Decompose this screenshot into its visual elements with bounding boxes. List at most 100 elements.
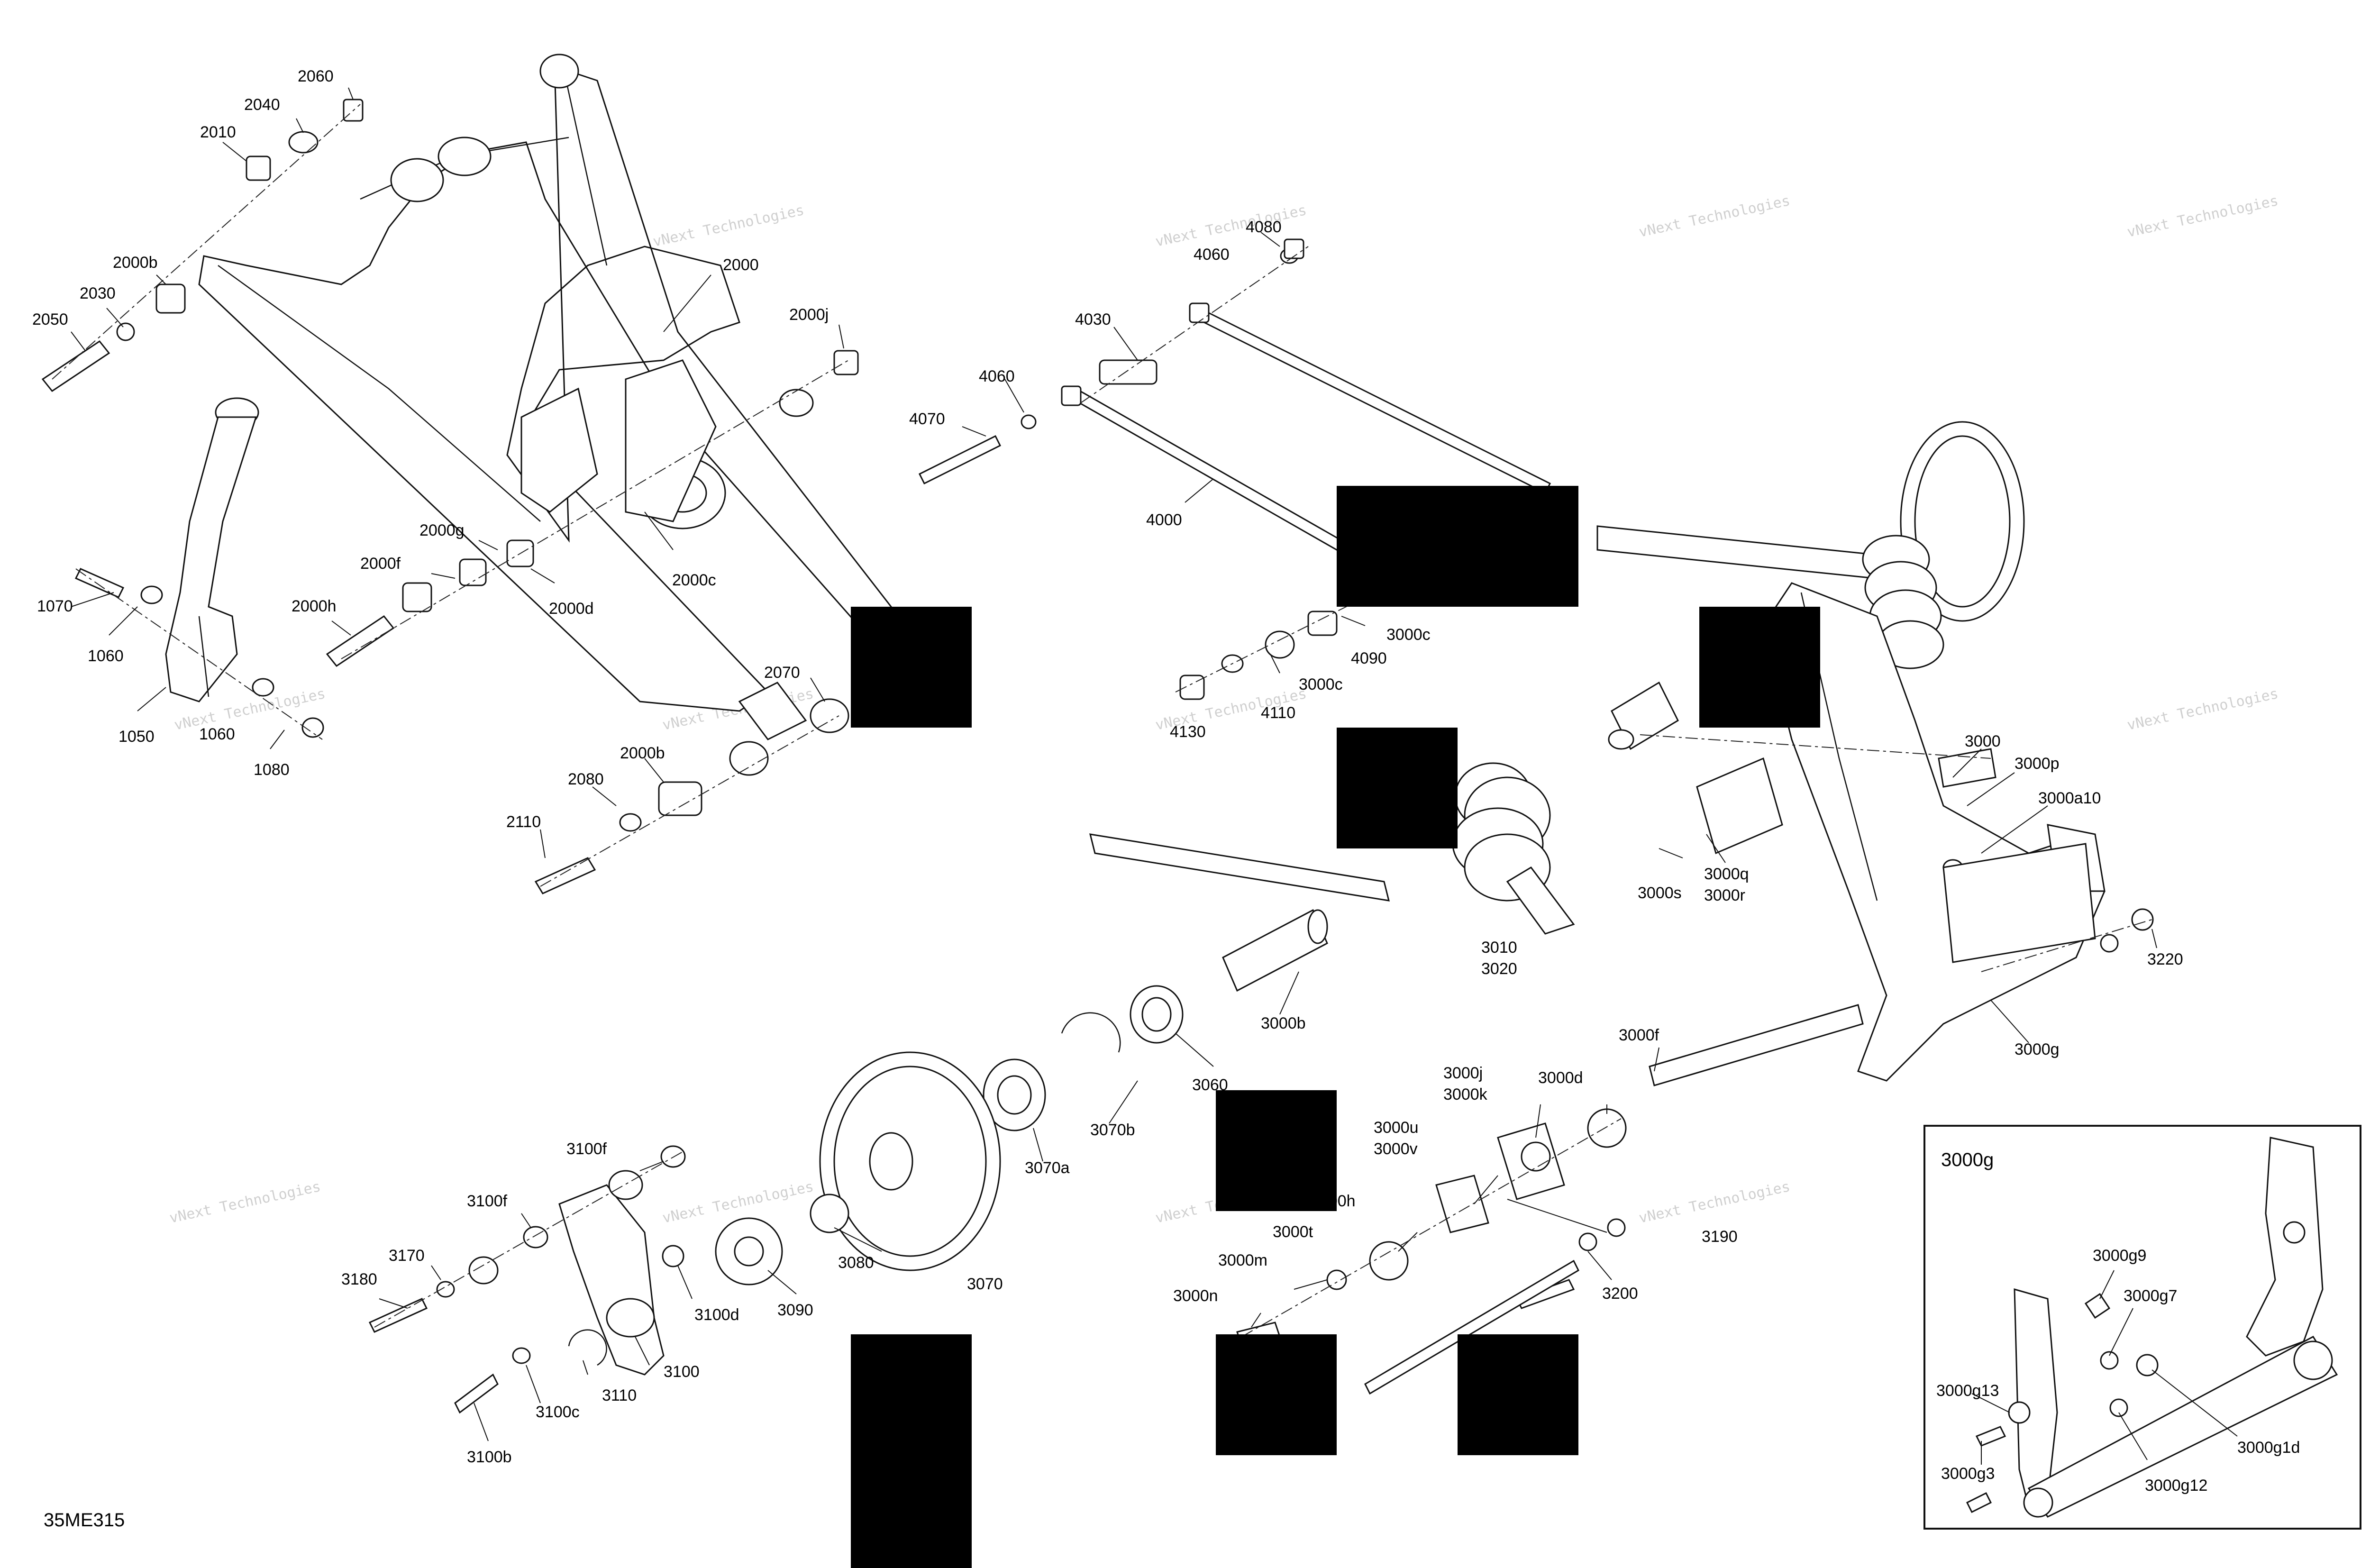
redaction-block bbox=[1216, 1090, 1337, 1211]
part-label: 3000j bbox=[1443, 1064, 1483, 1082]
inset-title: 3000g bbox=[1941, 1149, 1994, 1170]
part-label: 3100f bbox=[566, 1140, 607, 1158]
watermark-text: vNext Technologies bbox=[651, 202, 805, 250]
part-label: 3000g7 bbox=[2124, 1287, 2177, 1305]
part-label: 3000h bbox=[1311, 1192, 1356, 1210]
part-label: 3000m bbox=[1218, 1251, 1267, 1269]
part-label: 2000f bbox=[360, 555, 401, 573]
part-label: 2000b bbox=[113, 254, 158, 272]
part-label: 3010 bbox=[1481, 939, 1517, 957]
watermark: vNext Technologies bbox=[2125, 685, 2279, 734]
part-label: 2000j bbox=[789, 306, 829, 324]
watermark: vNext Technologies bbox=[1637, 192, 1791, 241]
part-label: 4130 bbox=[1170, 723, 1206, 741]
part-label: 3000v bbox=[1374, 1140, 1418, 1158]
watermark: vNext Technologies bbox=[1637, 1178, 1791, 1227]
part-label: 1060 bbox=[88, 647, 124, 665]
part-label: 3000a10 bbox=[2038, 789, 2101, 807]
part-label: 4000 bbox=[1146, 511, 1182, 529]
part-label: 3000g13 bbox=[1936, 1382, 1999, 1400]
part-label: 4080 bbox=[1246, 218, 1282, 236]
part-label: 3000t bbox=[1273, 1223, 1313, 1241]
part-label: 4110 bbox=[1261, 704, 1295, 722]
part-label: 3000c bbox=[1299, 675, 1343, 693]
part-label: 3000s bbox=[1638, 884, 1682, 902]
part-label: 3100c bbox=[536, 1403, 580, 1421]
part-label: 3100d bbox=[694, 1306, 739, 1324]
part-label: 4090 bbox=[1351, 649, 1387, 667]
part-label: 4060 bbox=[979, 367, 1015, 385]
lever-1050 bbox=[165, 397, 259, 702]
watermark: vNext Technologies bbox=[2125, 192, 2279, 241]
upper-arm-assembly bbox=[198, 54, 925, 740]
part-label: 3000g12 bbox=[2145, 1477, 2207, 1495]
part-label: 3000q bbox=[1704, 865, 1749, 883]
part-label: 3100f bbox=[467, 1192, 508, 1210]
part-label: 3000n bbox=[1173, 1287, 1218, 1305]
part-label: 3070a bbox=[1025, 1159, 1070, 1177]
redaction-block bbox=[1337, 486, 1578, 607]
rear-suspension-3000 bbox=[1608, 421, 2154, 1082]
part-label: 4030 bbox=[1075, 310, 1111, 328]
part-label: 3000g1d bbox=[2237, 1439, 2300, 1457]
part-label: 2040 bbox=[244, 96, 280, 114]
part-label: 3000r bbox=[1704, 886, 1745, 904]
part-label: 3070 bbox=[967, 1275, 1003, 1293]
part-label: 3000g9 bbox=[2093, 1247, 2146, 1265]
drawing-id: 35ME315 bbox=[44, 1510, 125, 1531]
watermark-text: vNext Technologies bbox=[2125, 685, 2279, 734]
watermark-text: vNext Technologies bbox=[2125, 192, 2279, 241]
part-label: 2000h bbox=[292, 597, 337, 615]
part-label: 3100b bbox=[467, 1448, 512, 1466]
part-label: 3000d bbox=[1538, 1069, 1583, 1087]
part-label: 3220 bbox=[2147, 950, 2183, 968]
watermark: vNext Technologies bbox=[168, 1178, 322, 1227]
part-label: 4070 bbox=[909, 410, 945, 428]
part-label: 1060 bbox=[199, 725, 235, 743]
part-label: 3000k bbox=[1443, 1085, 1488, 1103]
part-label: 2000b bbox=[620, 744, 665, 762]
watermark-text: vNext Technologies bbox=[168, 1178, 322, 1227]
part-label: 3000c bbox=[1386, 626, 1431, 644]
pushrods-4000 bbox=[918, 238, 1551, 700]
part-label: 1070 bbox=[37, 597, 73, 615]
part-label: 3200 bbox=[1602, 1285, 1638, 1303]
redaction-block bbox=[1216, 1334, 1337, 1455]
part-label: 3000 bbox=[1965, 732, 2001, 750]
part-label: 2000c bbox=[672, 571, 716, 589]
part-label: 2080 bbox=[568, 770, 604, 788]
part-label: 3020 bbox=[1481, 960, 1517, 978]
redaction-block bbox=[1699, 607, 1820, 728]
watermark-text: vNext Technologies bbox=[1637, 1178, 1791, 1227]
part-label: 2000g bbox=[419, 521, 465, 539]
part-label: 3000g3 bbox=[1941, 1465, 1995, 1483]
part-label: 3060 bbox=[1192, 1076, 1228, 1094]
hardware-left bbox=[41, 99, 859, 894]
leader-lines bbox=[71, 87, 2238, 1465]
part-label: 3090 bbox=[777, 1301, 813, 1319]
part-label: 3000f bbox=[1619, 1026, 1659, 1044]
part-label: 1080 bbox=[254, 761, 290, 779]
part-label: 3170 bbox=[389, 1247, 425, 1265]
part-label: 3070b bbox=[1090, 1121, 1135, 1139]
redaction-block bbox=[1337, 728, 1458, 848]
part-label: 1050 bbox=[118, 728, 155, 746]
part-label: 2000d bbox=[549, 600, 594, 618]
part-label: 3000p bbox=[2014, 755, 2060, 773]
part-label: 2060 bbox=[298, 67, 334, 85]
redaction-block bbox=[851, 1334, 972, 1568]
part-label: 3110 bbox=[602, 1386, 637, 1404]
redaction-block bbox=[851, 607, 972, 728]
part-label: 3180 bbox=[341, 1270, 377, 1288]
part-labels: 2060 2040 2010 2000b 2030 2050 2000 2000… bbox=[32, 67, 2300, 1495]
redaction-blocks bbox=[851, 486, 1820, 1568]
part-label: 2110 bbox=[506, 813, 541, 831]
part-label: 3080 bbox=[838, 1254, 874, 1272]
part-label: 3000g bbox=[2014, 1040, 2060, 1058]
part-label: 2030 bbox=[80, 284, 116, 302]
watermark-text: vNext Technologies bbox=[1637, 192, 1791, 241]
lower-arm-3100 bbox=[368, 1145, 686, 1414]
part-label: 2010 bbox=[200, 123, 236, 141]
part-label: 2070 bbox=[764, 664, 800, 682]
